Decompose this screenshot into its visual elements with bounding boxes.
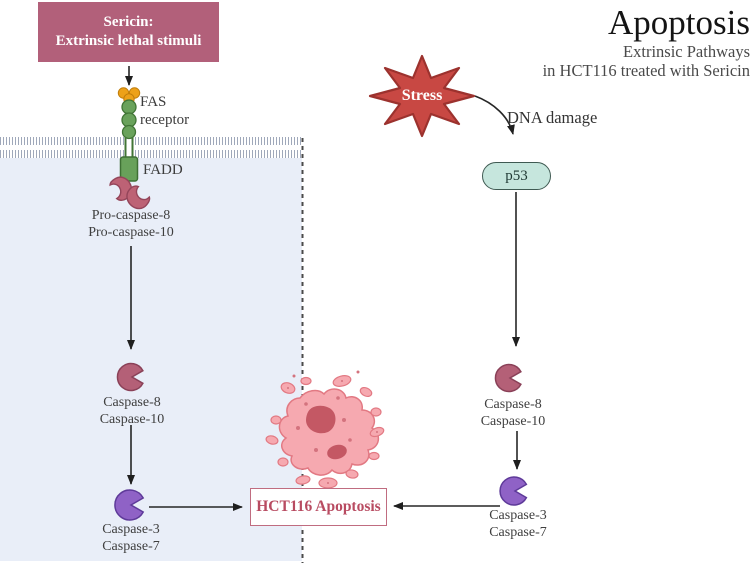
caspase3-label-right-line2: Caspase-7 bbox=[489, 524, 547, 540]
caspase8-label-right: Caspase-8 Caspase-10 bbox=[432, 397, 594, 430]
fas-receptor-label-line2: receptor bbox=[140, 112, 190, 128]
caspase8-icon-right bbox=[494, 363, 522, 393]
caspase8-label-left: Caspase-8 Caspase-10 bbox=[51, 395, 213, 428]
arrows bbox=[125, 66, 521, 511]
procaspase-label: Pro-caspase-8 Pro-caspase-10 bbox=[50, 208, 212, 241]
caspase8-label-right-line2: Caspase-10 bbox=[480, 413, 546, 429]
procaspase-label-line1: Pro-caspase-8 bbox=[91, 208, 171, 223]
apoptotic-cell-icon bbox=[265, 370, 385, 489]
caspase8-label-left-line1: Caspase-8 bbox=[103, 395, 161, 410]
stress-label: Stress bbox=[401, 87, 443, 104]
starburst-icon bbox=[368, 54, 476, 138]
p53-label: p53 bbox=[505, 167, 528, 184]
p53-node: p53 bbox=[482, 162, 551, 190]
dna-damage-label: DNA damage bbox=[507, 108, 598, 127]
caspase3-label-left: Caspase-3 Caspase-7 bbox=[50, 522, 212, 555]
caspase8-label-left-line2: Caspase-10 bbox=[99, 411, 165, 427]
caspase3-label-left-line2: Caspase-7 bbox=[102, 538, 160, 554]
sericin-stimulus-line1: Sericin: bbox=[103, 14, 154, 30]
fas-receptor-label: FAS receptor bbox=[140, 93, 189, 129]
caspase3-icon-right bbox=[499, 476, 528, 506]
caspase3-label-right-line1: Caspase-3 bbox=[489, 508, 547, 523]
fadd-label: FADD bbox=[143, 162, 183, 178]
fas-receptor-label-line1: FAS bbox=[140, 94, 167, 110]
procaspase-blobs-icon bbox=[109, 176, 151, 210]
hct116-apoptosis-box: HCT116 Apoptosis bbox=[250, 488, 387, 526]
sericin-stimulus-line2: Extrinsic lethal stimuli bbox=[55, 33, 202, 49]
page-subtitle-line1: Extrinsic Pathways bbox=[623, 42, 750, 61]
sericin-stimulus-box: Sericin: Extrinsic lethal stimuli bbox=[38, 2, 219, 62]
caspase3-label-right: Caspase-3 Caspase-7 bbox=[437, 508, 599, 541]
caspase8-icon-left bbox=[116, 362, 144, 392]
caspase8-label-right-line1: Caspase-8 bbox=[484, 397, 542, 412]
fas-receptor-icon bbox=[117, 87, 141, 182]
cell-membrane-band-bottom bbox=[0, 150, 302, 158]
cell-membrane-band-top bbox=[0, 137, 302, 145]
caspase3-icon-left bbox=[114, 489, 145, 521]
procaspase-label-line2: Pro-caspase-10 bbox=[88, 224, 174, 240]
page-subtitle-line2: in HCT116 treated with Sericin bbox=[542, 61, 750, 80]
title-block: Apoptosis Extrinsic Pathways in HCT116 t… bbox=[542, 3, 750, 81]
page-title: Apoptosis bbox=[608, 3, 750, 42]
caspase3-label-left-line1: Caspase-3 bbox=[102, 522, 160, 537]
arrow-stress-to-p53-curved bbox=[474, 95, 515, 135]
hct116-apoptosis-label: HCT116 Apoptosis bbox=[256, 498, 381, 515]
